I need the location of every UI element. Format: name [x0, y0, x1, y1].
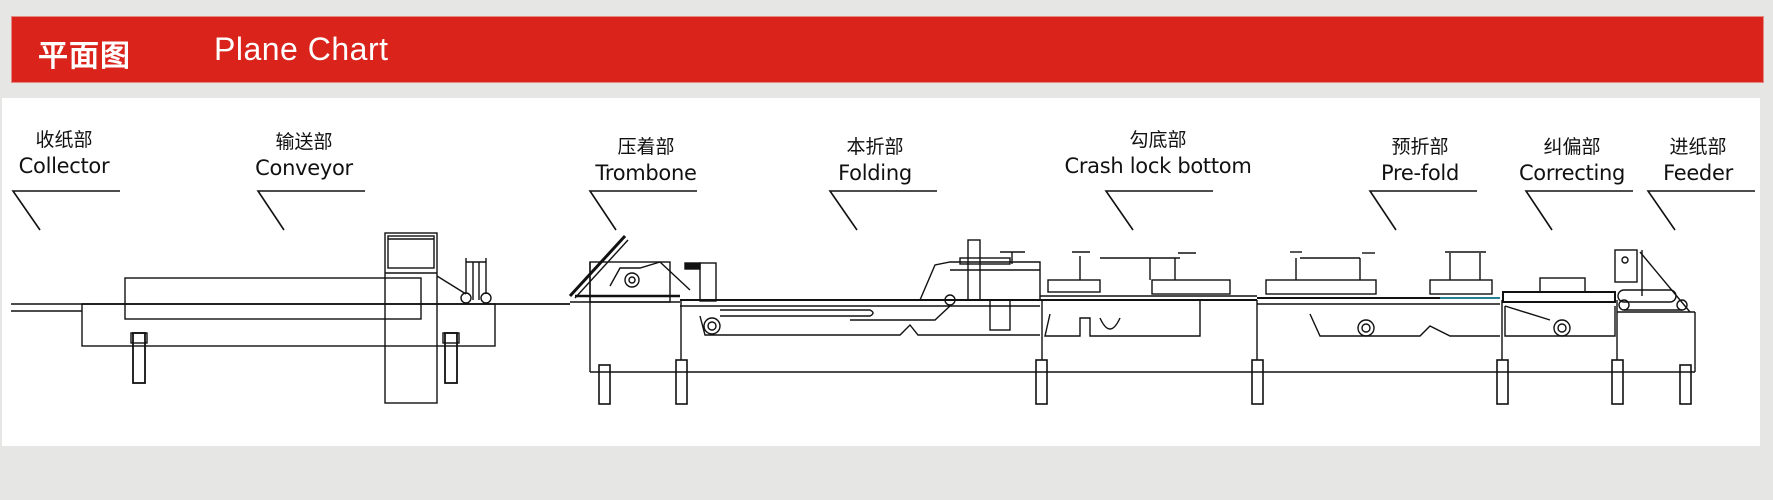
drawing-panel	[2, 98, 1760, 446]
leader-folding	[828, 190, 937, 231]
correcting-section	[1502, 277, 1616, 337]
label-en: Conveyor	[255, 156, 353, 180]
label-crash-lock-bottom: 勾底部 Crash lock bottom	[1058, 131, 1258, 177]
crash-lock-section	[1040, 251, 1257, 337]
label-en: Trombone	[595, 161, 697, 185]
label-cn: 压着部	[617, 136, 675, 158]
header-banner: 平面图 Plane Chart	[12, 17, 1763, 82]
label-en: Pre-fold	[1381, 161, 1459, 185]
label-trombone: 压着部 Trombone	[586, 138, 706, 184]
leader-trombone	[588, 190, 697, 231]
title-chinese: 平面图	[38, 39, 131, 74]
frame-legs	[598, 359, 1692, 405]
label-cn: 纠偏部	[1543, 136, 1601, 158]
label-cn: 收纸部	[35, 129, 93, 151]
collector-conveyor	[11, 232, 570, 404]
main-frame	[589, 262, 1696, 405]
leader-conveyor	[256, 190, 365, 231]
label-en: Crash lock bottom	[1064, 154, 1252, 178]
label-cn: 进纸部	[1669, 136, 1727, 158]
label-correcting: 纠偏部 Correcting	[1512, 138, 1632, 184]
label-cn: 预折部	[1391, 136, 1449, 158]
leader-crash-lock	[1104, 190, 1213, 231]
label-en: Correcting	[1518, 161, 1626, 185]
label-feeder: 进纸部 Feeder	[1648, 138, 1748, 184]
folding-section	[680, 239, 1041, 336]
label-cn: 输送部	[275, 131, 333, 153]
leader-correcting	[1524, 190, 1633, 231]
label-en: Folding	[838, 161, 912, 185]
leader-pre-fold	[1368, 190, 1477, 231]
leader-collector	[11, 190, 120, 231]
leader-feeder	[1646, 190, 1755, 231]
label-cn: 本折部	[846, 136, 904, 158]
pre-fold-section	[1257, 251, 1500, 337]
label-folding: 本折部 Folding	[825, 138, 925, 184]
label-en: Feeder	[1663, 161, 1733, 185]
label-cn: 勾底部	[1129, 129, 1187, 151]
leader-lines	[11, 190, 1755, 231]
label-collector: 收纸部 Collector	[14, 131, 114, 177]
label-en: Collector	[18, 154, 110, 178]
feeder-section	[1614, 249, 1695, 313]
title-english: Plane Chart	[214, 31, 389, 67]
trombone-section	[568, 234, 691, 303]
label-conveyor: 输送部 Conveyor	[249, 133, 359, 179]
label-pre-fold: 预折部 Pre-fold	[1370, 138, 1470, 184]
